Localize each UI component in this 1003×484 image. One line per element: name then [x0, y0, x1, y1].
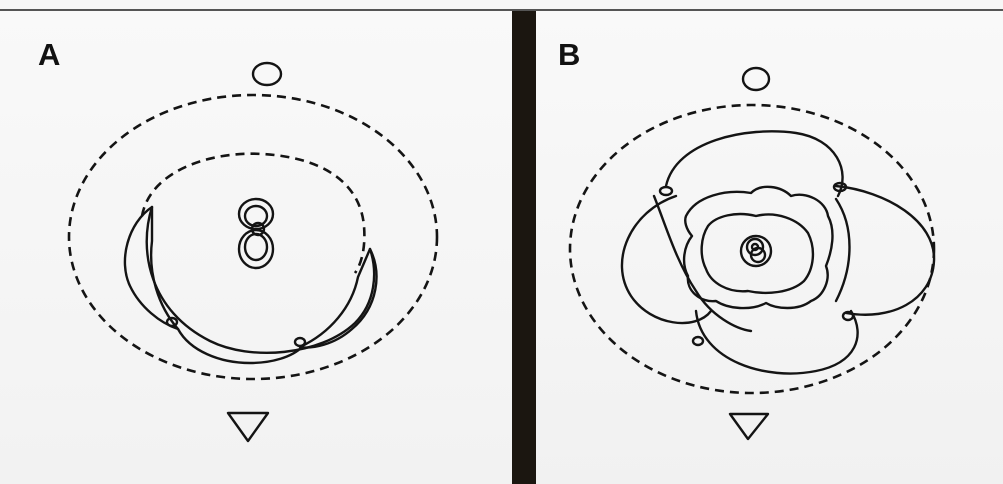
- panel-a: A: [0, 11, 512, 484]
- axis-oval: [253, 63, 281, 85]
- bract-triangle: [730, 414, 768, 439]
- panel-a-drawing: [0, 11, 512, 484]
- petal-overlap-right: [836, 199, 850, 301]
- right-crescent: [300, 249, 376, 347]
- panel-b-drawing: [536, 11, 1003, 484]
- axis-oval: [743, 68, 769, 90]
- spur-bottom-left: [693, 337, 703, 345]
- stamen-bottom-inner: [245, 234, 267, 260]
- panel-divider: [512, 11, 536, 484]
- panel-b: B: [536, 11, 1003, 484]
- stamen-center: [752, 244, 758, 250]
- petal-right: [836, 186, 934, 315]
- bract-triangle: [228, 413, 268, 441]
- petal-bottom: [696, 311, 858, 374]
- outer-dashed-ring: [69, 95, 437, 379]
- petal-top: [666, 131, 843, 196]
- stamen-mid: [747, 239, 763, 255]
- spur-bottom-right: [843, 312, 853, 320]
- spur-top-left: [660, 187, 672, 195]
- knot-right: [295, 338, 305, 346]
- inner-dashed-ring: [142, 154, 364, 273]
- petal-left: [622, 196, 711, 323]
